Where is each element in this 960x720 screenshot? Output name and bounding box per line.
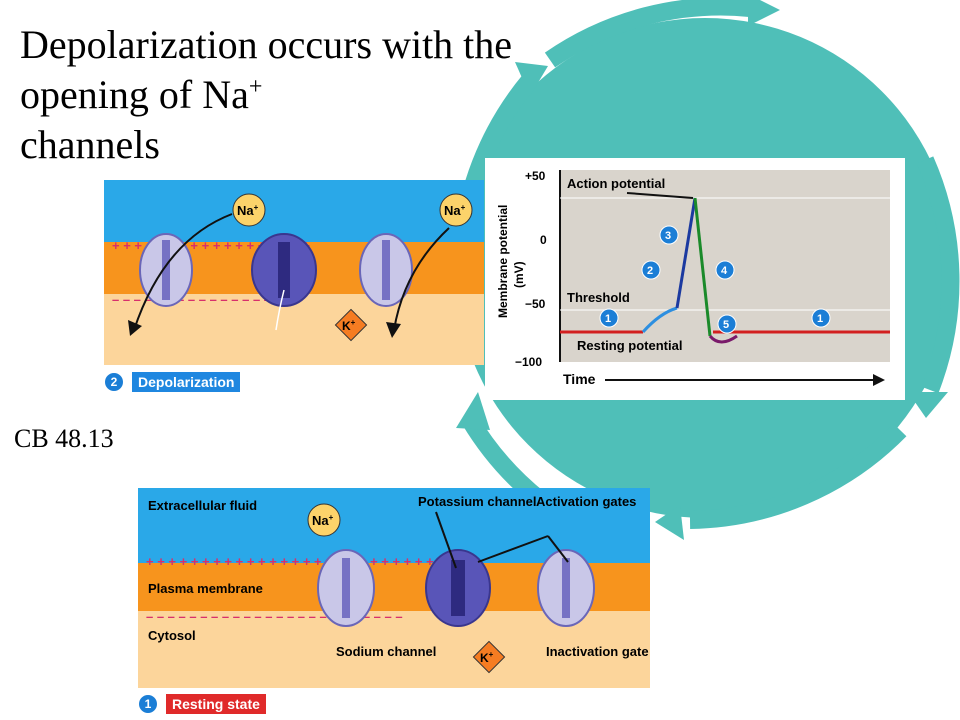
k-label-rest: K+ bbox=[480, 650, 494, 665]
undershoot-segment bbox=[708, 334, 738, 344]
marker-4-label: 4 bbox=[721, 265, 728, 277]
marker-5-label: 5 bbox=[723, 319, 729, 331]
na-influx-arrow-left bbox=[133, 213, 233, 331]
potassium-channel bbox=[251, 233, 317, 307]
title-end: channels bbox=[20, 122, 160, 167]
graph-svg: Membrane potential (mV) +50 0 −50 −100 A… bbox=[496, 169, 890, 387]
k-label: K+ bbox=[342, 318, 356, 333]
title-superscript: + bbox=[248, 74, 263, 100]
figure-caption: CB 48.13 bbox=[14, 424, 114, 453]
marker-5 bbox=[717, 314, 737, 334]
cycle-arc-right bbox=[916, 156, 960, 394]
tick-plus50: +50 bbox=[525, 169, 546, 183]
sodium-channel-right-rest bbox=[537, 549, 595, 627]
marker-2-label: 2 bbox=[647, 265, 653, 277]
marker-4 bbox=[715, 260, 735, 280]
stage-tag-resting: Resting state bbox=[166, 694, 266, 714]
label-extracellular: Extracellular fluid bbox=[148, 498, 257, 513]
extracellular-region bbox=[104, 180, 484, 242]
resting-state-panel: + + + + + + + + + + + + + + + + + + + + … bbox=[138, 488, 650, 688]
pointer-potassium bbox=[435, 511, 457, 569]
pointer-activation-2 bbox=[547, 535, 569, 563]
marker-2 bbox=[641, 260, 661, 280]
stage-number-2: 2 bbox=[104, 372, 124, 392]
depolarization-segment bbox=[675, 197, 697, 309]
k-efflux-arrow bbox=[275, 289, 285, 331]
k-ion-rest bbox=[472, 640, 506, 674]
tick-minus100: −100 bbox=[515, 355, 542, 369]
na-label-right: Na+ bbox=[444, 203, 466, 218]
title-main: Depolarization occurs with the opening o… bbox=[20, 22, 513, 117]
membrane-potential-graph: Membrane potential (mV) +50 0 −50 −100 A… bbox=[485, 158, 905, 400]
time-arrowhead bbox=[873, 374, 885, 386]
cycle-arrowhead-bottom bbox=[655, 505, 684, 540]
ylabel-line1: Membrane potential bbox=[496, 205, 510, 318]
label-sodium-channel: Sodium channel bbox=[336, 644, 436, 659]
stage-tag-depolarization: Depolarization bbox=[132, 372, 241, 392]
na-label-rest: Na+ bbox=[312, 513, 334, 528]
cycle-arrowhead-right bbox=[908, 392, 948, 418]
stage-label-depolarization: 2 Depolarization bbox=[104, 372, 241, 392]
marker-1-left-label: 1 bbox=[605, 313, 611, 325]
marker-3 bbox=[659, 225, 679, 245]
label-cytosol: Cytosol bbox=[148, 628, 196, 643]
xlabel-time: Time bbox=[563, 371, 596, 387]
stage-label-resting: 1 Resting state bbox=[138, 694, 266, 714]
marker-1-right bbox=[811, 308, 831, 328]
cycle-arc-top bbox=[544, 0, 751, 68]
label-threshold: Threshold bbox=[567, 290, 630, 305]
marker-1-right-label: 1 bbox=[817, 313, 823, 325]
depolarization-illustration: + + + + + + + + + + + + + + + + + + – – … bbox=[104, 180, 484, 365]
label-plasma-membrane: Plasma membrane bbox=[148, 581, 263, 596]
depolarization-panel: + + + + + + + + + + + + + + + + + + – – … bbox=[104, 180, 484, 365]
tick-0: 0 bbox=[540, 233, 547, 247]
cycle-arrowhead-top bbox=[748, 0, 780, 26]
cycle-arrowhead-left-bottom bbox=[456, 392, 490, 430]
slide-title: Depolarization occurs with the opening o… bbox=[20, 20, 520, 170]
na-ion-right bbox=[439, 193, 473, 227]
pointer-action-potential bbox=[626, 192, 694, 199]
stage-number-1: 1 bbox=[138, 694, 158, 714]
marker-1-left bbox=[599, 308, 619, 328]
ylabel-line2: (mV) bbox=[512, 261, 526, 288]
cycle-arc-bottom bbox=[689, 423, 907, 529]
resting-illustration: + + + + + + + + + + + + + + + + + + + + … bbox=[138, 488, 650, 688]
na-ion-left bbox=[232, 193, 266, 227]
threshold-rise-segment bbox=[641, 306, 678, 334]
label-inactivation-gate: Inactivation gate bbox=[546, 644, 649, 659]
na-label-left: Na+ bbox=[237, 203, 259, 218]
na-influx-arrow-right bbox=[393, 227, 450, 331]
na-ion-rest bbox=[307, 503, 341, 537]
marker-3-label: 3 bbox=[665, 230, 671, 242]
potassium-channel-rest bbox=[425, 549, 491, 627]
sodium-channel-closed bbox=[317, 549, 375, 627]
cycle-arrowhead-left-top bbox=[515, 62, 548, 96]
k-ion bbox=[334, 308, 368, 342]
sodium-channel-open-right bbox=[359, 233, 413, 307]
label-action-potential: Action potential bbox=[567, 176, 665, 191]
tick-minus50: −50 bbox=[525, 297, 546, 311]
label-activation-gates: Activation gates bbox=[536, 494, 636, 509]
repolarization-segment bbox=[693, 197, 712, 337]
label-potassium-channel: Potassium channel bbox=[418, 494, 536, 509]
pointer-activation-1 bbox=[477, 535, 549, 563]
plus-charge-row-rest: + + + + + + + + + + + + + + + + + + + + … bbox=[146, 554, 434, 569]
label-resting-potential: Resting potential bbox=[577, 338, 682, 353]
